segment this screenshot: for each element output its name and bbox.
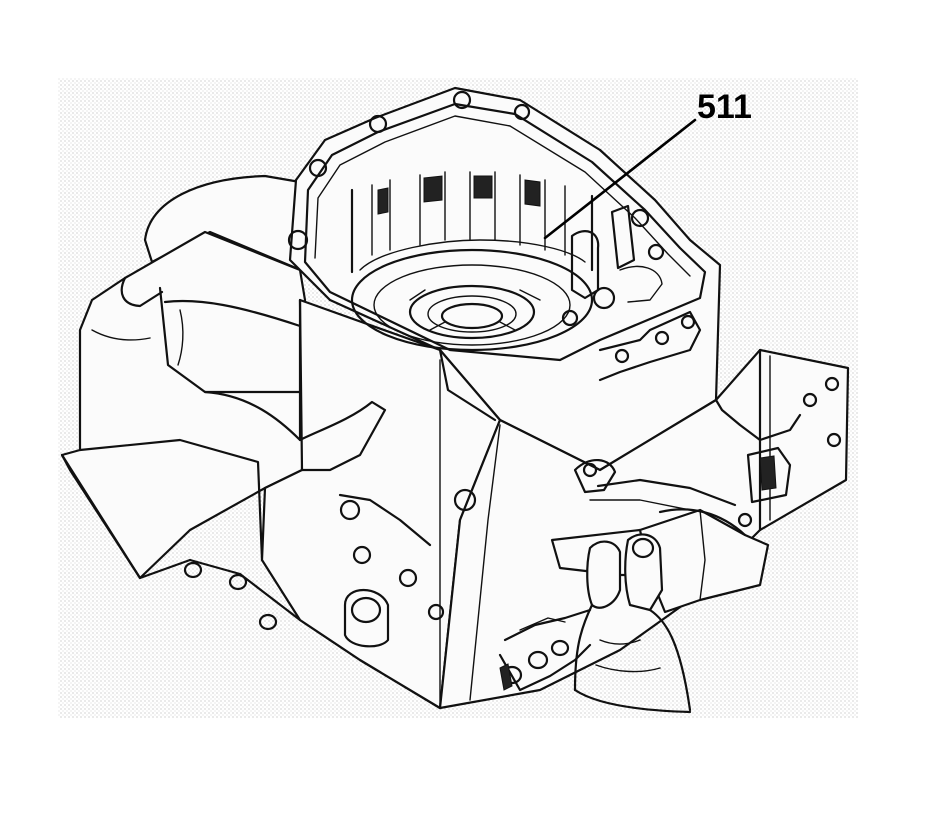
hand-with-tool (550, 499, 770, 714)
bell-housing (60, 174, 442, 710)
callout-label: 511 (697, 88, 752, 126)
callout-leader-line (543, 118, 697, 240)
callout-511: 511 (543, 88, 752, 240)
